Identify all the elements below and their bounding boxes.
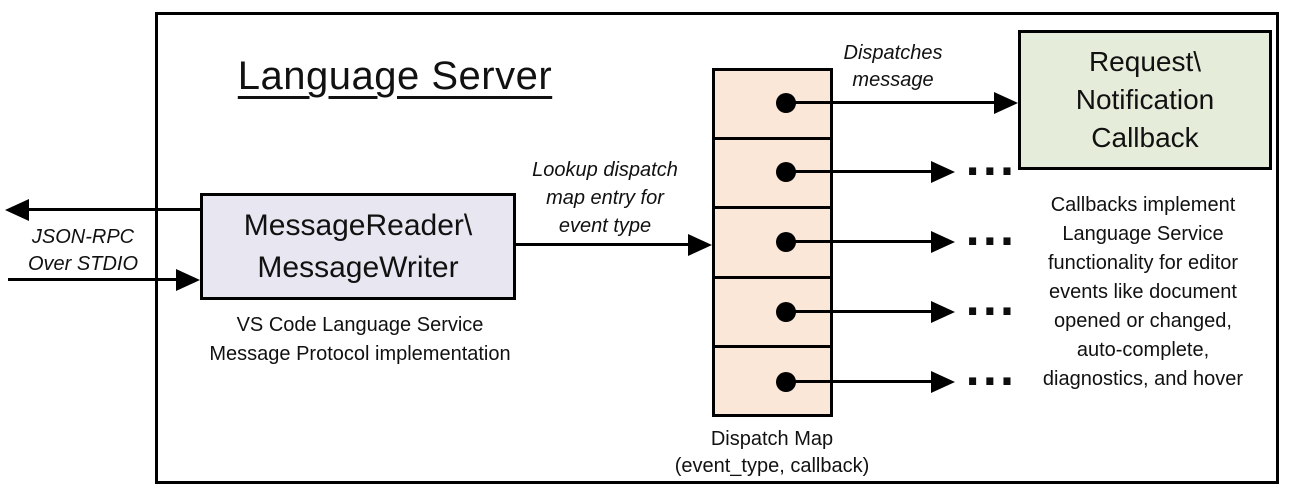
dispatch-cell — [715, 344, 830, 414]
request-notification-callback-box: Request\ Notification Callback — [1018, 30, 1272, 170]
dispatch-arrow-line — [786, 380, 933, 383]
dispatch-map-caption: Dispatch Map (event_type, callback) — [674, 428, 870, 477]
dispatch-arrow-line — [786, 170, 933, 173]
lookup-arrow-line — [516, 243, 690, 246]
arrow-in-right-head-icon — [176, 269, 200, 291]
dispatch-arrow-head-icon — [931, 231, 955, 253]
dispatch-arrow-head-icon — [931, 301, 955, 323]
arrow-out-left-line — [27, 208, 200, 211]
language-server-outer-box — [155, 12, 1279, 484]
lookup-arrow-head-icon — [688, 234, 712, 256]
message-box-caption: VS Code Language Service Message Protoco… — [209, 314, 511, 365]
arrow-out-left-head-icon — [5, 199, 29, 221]
dispatch-arrow-head-icon — [931, 161, 955, 183]
more-callbacks-ellipsis: ... — [965, 279, 1017, 325]
diagram-title: Language Server — [237, 54, 553, 98]
more-callbacks-ellipsis: ... — [965, 349, 1017, 395]
callbacks-description: Callbacks implement Language Service fun… — [1042, 194, 1244, 390]
dispatch-arrow-head-icon — [931, 371, 955, 393]
message-reader-writer-box: MessageReader\ MessageWriter — [200, 193, 516, 300]
dispatch-arrow-line — [786, 310, 933, 313]
dispatch-arrow-line — [786, 101, 996, 104]
dispatch-arrow-line — [786, 240, 933, 243]
dispatch-cell — [715, 137, 830, 206]
json-rpc-stdio-label: JSON-RPC Over STDIO — [27, 226, 138, 275]
arrow-in-right-line — [8, 278, 178, 281]
more-callbacks-ellipsis: ... — [965, 209, 1017, 255]
lookup-dispatch-label: Lookup dispatch map entry for event type — [532, 159, 678, 237]
dispatch-arrow-head-icon — [994, 92, 1018, 114]
dispatch-cell — [715, 275, 830, 345]
more-callbacks-ellipsis: ... — [965, 139, 1017, 185]
dispatch-cell — [715, 206, 830, 275]
dispatches-message-label: Dispatches message — [843, 42, 943, 91]
dispatch-cell — [715, 71, 830, 137]
